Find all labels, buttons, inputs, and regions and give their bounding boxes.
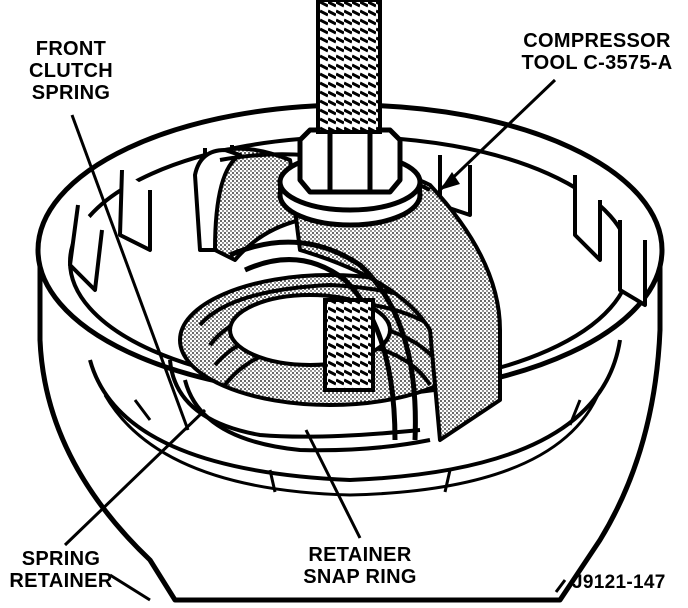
label-compressor-tool-line2: TOOL C-3575-A: [521, 52, 673, 74]
hex-nut: [297, 127, 403, 195]
leader-lines: [63, 78, 567, 602]
label-compressor-tool: COMPRESSOR TOOL C-3575-A: [512, 30, 682, 74]
label-front-clutch-spring-line3: SPRING: [31, 82, 111, 104]
label-retainer-snap-ring-line1: RETAINER: [308, 544, 412, 566]
label-spring-retainer-line2: RETAINER: [9, 570, 113, 592]
label-spring-retainer-line1: SPRING: [21, 548, 101, 570]
label-compressor-tool-line1: COMPRESSOR: [523, 30, 671, 52]
label-retainer-snap-ring-line2: SNAP RING: [303, 566, 417, 588]
label-front-clutch-spring-line2: CLUTCH: [28, 60, 113, 82]
label-front-clutch-spring-line1: FRONT: [35, 38, 107, 60]
threaded-screw: [316, 0, 382, 392]
label-front-clutch-spring: FRONT CLUTCH SPRING: [16, 38, 126, 104]
leader-arrows: [440, 172, 460, 190]
figure-id: J9121-147: [572, 572, 666, 593]
label-retainer-snap-ring: RETAINER SNAP RING: [295, 544, 425, 588]
label-spring-retainer: SPRING RETAINER: [6, 548, 116, 592]
